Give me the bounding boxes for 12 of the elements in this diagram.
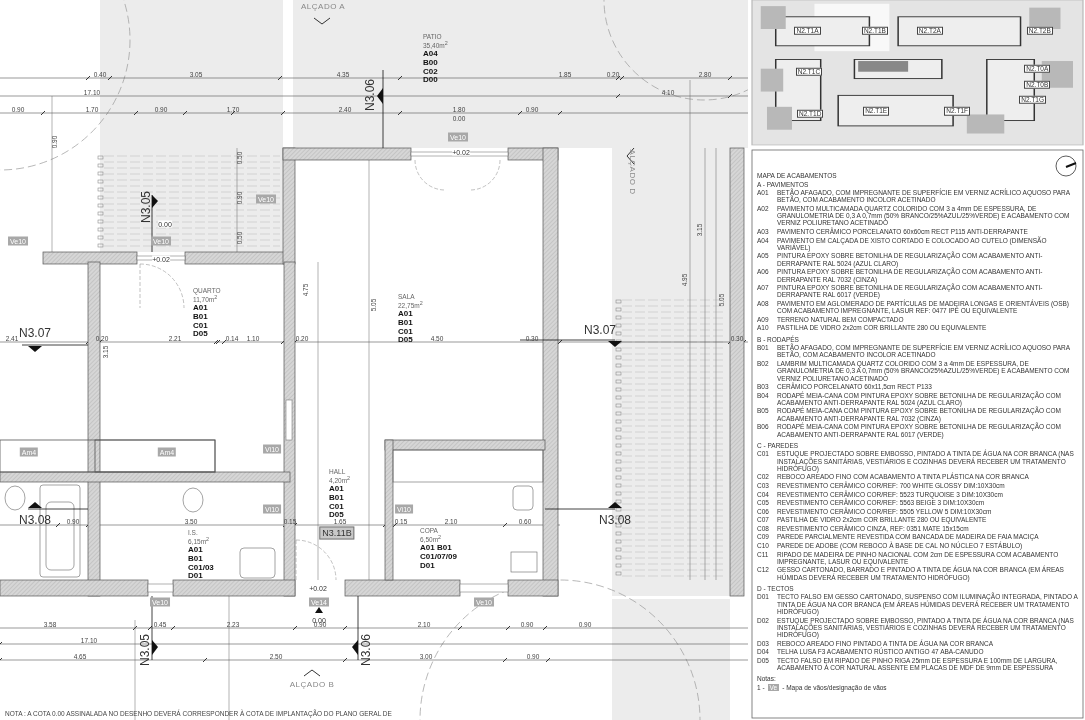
elevation-label: ALÇADO A (301, 3, 345, 11)
section-mark-label: N3.08 (19, 514, 51, 526)
section-mark-label: N3.08 (599, 514, 631, 526)
section-mark-label: N3.06 (360, 634, 372, 666)
section-mark-label: N3.07 (584, 324, 616, 336)
section-mark-label: N3.05 (139, 634, 151, 666)
elevation-label: ALÇADO D (628, 149, 636, 195)
section-mark-label: N3.05 (140, 191, 152, 223)
section-tag: N3.11B (319, 526, 355, 540)
elevation-label: ALÇADO B (289, 681, 335, 689)
section-mark-label: N3.07 (19, 327, 51, 339)
section-mark-label: N3.06 (364, 79, 376, 111)
